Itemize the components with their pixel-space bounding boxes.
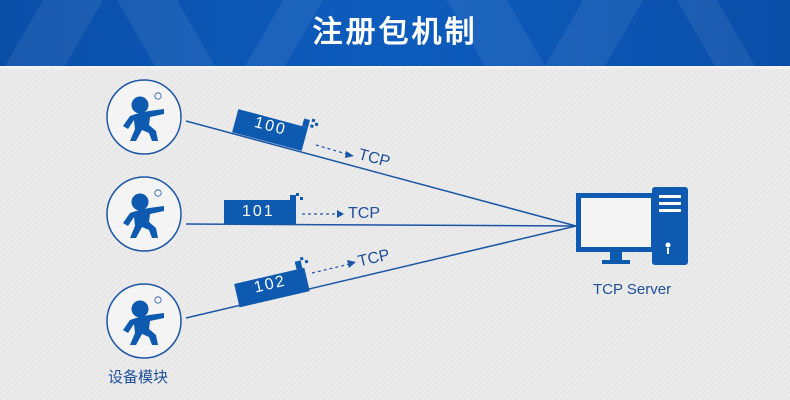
header-banner: 注册包机制 — [0, 0, 790, 66]
device-icon-1 — [106, 79, 182, 155]
packet-label-2: 101 — [242, 203, 275, 220]
connection-line-1 — [185, 120, 577, 227]
connection-line-2 — [185, 223, 577, 227]
device-icon-2 — [106, 176, 182, 252]
packet-101 — [224, 193, 303, 224]
protocol-label-2: TCP — [348, 205, 380, 222]
packet-102 — [234, 256, 310, 308]
page-title: 注册包机制 — [312, 15, 478, 50]
device-module-label: 设备模块 — [108, 369, 169, 386]
server-icon — [576, 187, 688, 265]
device-icon-3 — [106, 283, 182, 359]
server-label: TCP Server — [593, 281, 672, 298]
header-divider — [0, 66, 790, 69]
packet-100 — [232, 109, 319, 151]
